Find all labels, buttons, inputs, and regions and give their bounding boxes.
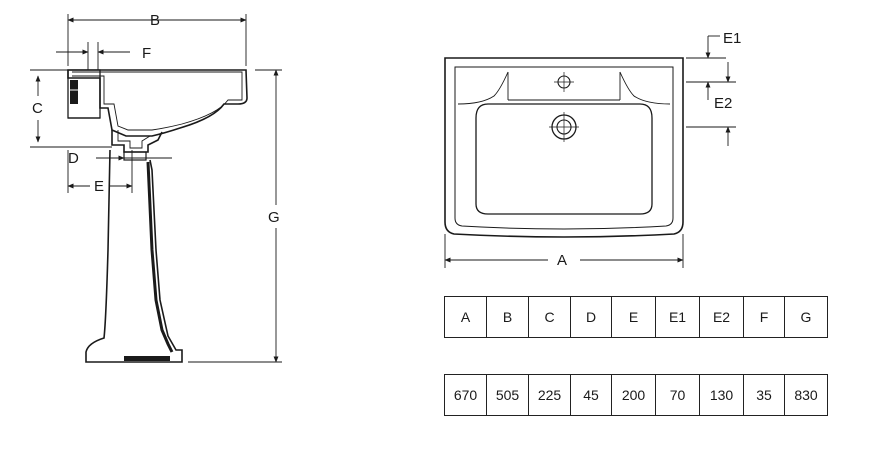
- dim-label-F: F: [142, 45, 151, 62]
- header-cell: E2: [699, 296, 744, 338]
- spec-table-values: 670 505 225 45 200 70 130 35 830: [444, 374, 828, 416]
- header-cell: B: [486, 296, 529, 338]
- header-cell: E: [611, 296, 656, 338]
- value-cell: 45: [570, 374, 612, 416]
- value-cell: 830: [784, 374, 828, 416]
- header-cell: G: [784, 296, 828, 338]
- header-cell: D: [570, 296, 612, 338]
- value-cell: 670: [444, 374, 487, 416]
- header-cell: E1: [655, 296, 700, 338]
- dim-label-E2: E2: [714, 95, 732, 112]
- dim-label-E1: E1: [723, 30, 741, 47]
- value-cell: 505: [486, 374, 529, 416]
- dim-label-A: A: [557, 252, 567, 269]
- value-cell: 130: [699, 374, 744, 416]
- header-cell: F: [743, 296, 785, 338]
- header-cell: A: [444, 296, 487, 338]
- dim-label-D: D: [68, 150, 79, 167]
- dim-label-E: E: [94, 178, 104, 195]
- value-cell: 70: [655, 374, 700, 416]
- table-row: A B C D E E1 E2 F G: [444, 296, 828, 338]
- table-row: 670 505 225 45 200 70 130 35 830: [444, 374, 828, 416]
- side-view: [30, 14, 282, 363]
- dim-label-C: C: [32, 100, 43, 117]
- value-cell: 200: [611, 374, 656, 416]
- value-cell: 35: [743, 374, 785, 416]
- dim-label-G: G: [268, 209, 280, 226]
- value-cell: 225: [528, 374, 571, 416]
- header-cell: C: [528, 296, 571, 338]
- spec-table-header: A B C D E E1 E2 F G: [444, 296, 828, 338]
- top-view: [444, 35, 736, 268]
- dim-label-B: B: [150, 12, 160, 29]
